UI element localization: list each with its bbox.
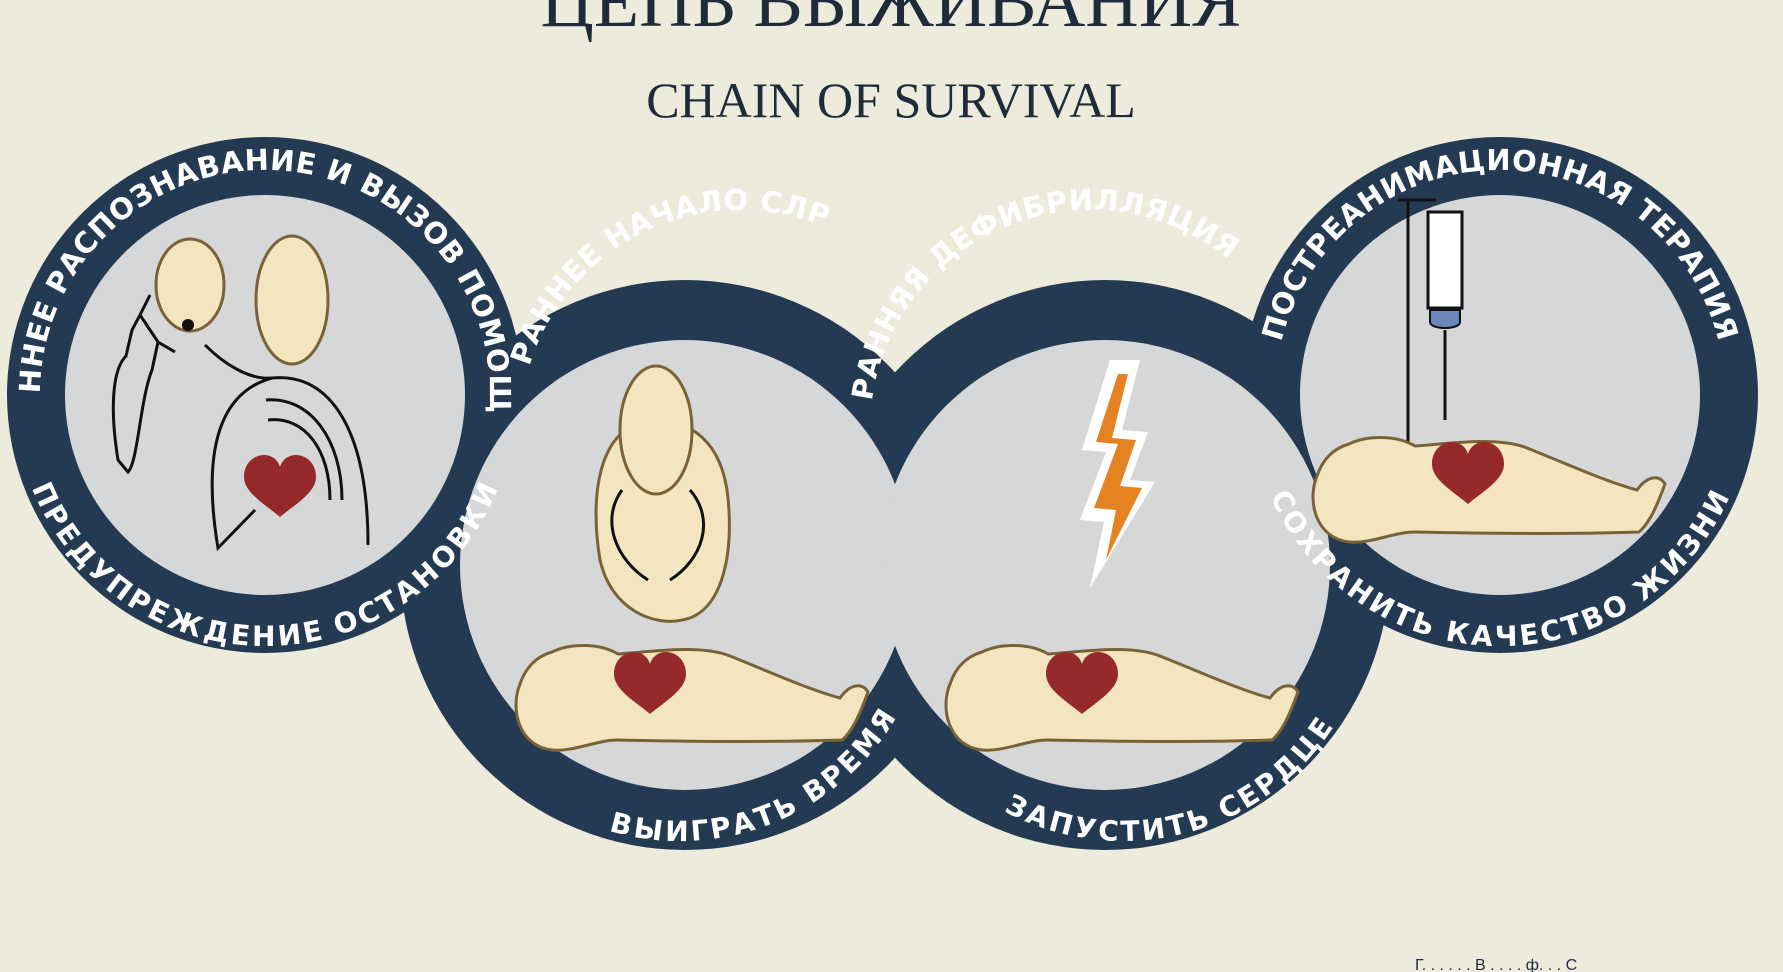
credit-line: Г. . . . . . В . . . . ф. . . С [1415,957,1577,972]
page-subtitle: CHAIN OF SURVIVAL [646,72,1136,128]
page-title: ЦЕПЬ ВЫЖИВАНИЯ [540,0,1241,43]
